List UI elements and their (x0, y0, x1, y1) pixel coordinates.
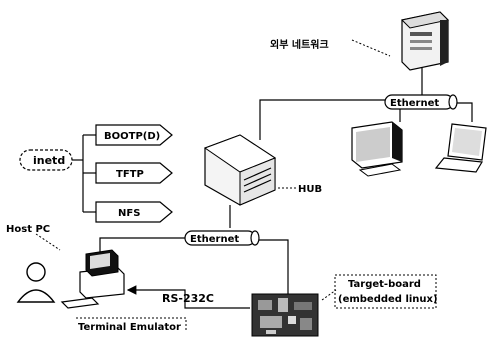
target-board-label-line1: Target-board (348, 279, 421, 290)
bootp-label: BOOTP(D) (104, 131, 160, 142)
connection-lines (72, 68, 473, 309)
service-bootp: BOOTP(D) (95, 124, 173, 146)
terminal-emulator-box: Terminal Emulator (76, 317, 187, 333)
target-board-label-line2: (embedded linux) (338, 294, 438, 305)
inetd-label: inetd (33, 154, 65, 167)
hub-label: HUB (298, 184, 322, 195)
target-board-labelbox: Target-board (embedded linux) (321, 274, 438, 309)
host-pc-icon (60, 249, 125, 309)
server-icon (400, 11, 450, 71)
service-tftp: TFTP (95, 162, 173, 184)
tftp-label: TFTP (116, 169, 144, 180)
terminal-emulator-label: Terminal Emulator (78, 322, 181, 333)
host-pc-label: Host PC (6, 224, 50, 235)
hub-icon (203, 134, 277, 206)
ethernet-top-label: Ethernet (390, 98, 439, 109)
nfs-label: NFS (118, 208, 140, 219)
ethernet-bottom-label: Ethernet (190, 234, 239, 245)
target-board-icon (251, 293, 319, 337)
external-network-label: 외부 네트워크 (270, 38, 329, 51)
ethernet-bottom-cable: Ethernet (184, 230, 260, 246)
user-icon (16, 262, 56, 303)
ethernet-top-cable: Ethernet (384, 94, 458, 110)
inetd-node: inetd (19, 149, 73, 171)
desktop-monitor-icon (351, 121, 403, 177)
service-nfs: NFS (95, 201, 173, 223)
laptop-icon (434, 123, 487, 173)
rs232c-label: RS-232C (162, 292, 214, 305)
